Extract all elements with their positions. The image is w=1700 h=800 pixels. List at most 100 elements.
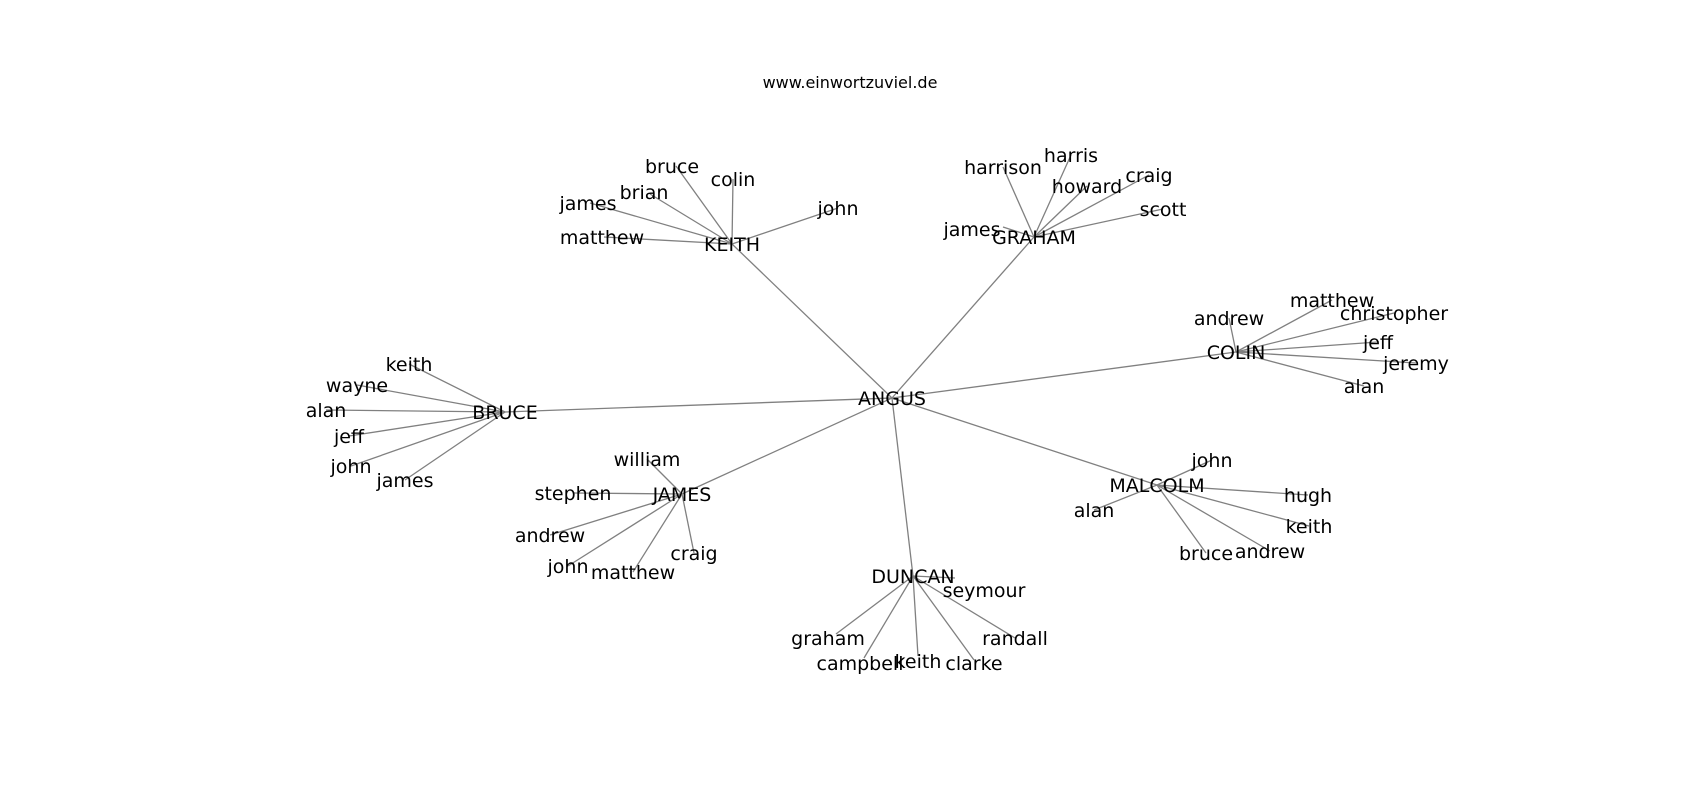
- leaf-node-keith-matthew: matthew: [560, 227, 644, 249]
- leaf-node-bruce-john: john: [330, 456, 372, 478]
- leaf-node-malcolm-john: john: [1191, 450, 1233, 472]
- leaf-node-keith-colin: colin: [711, 169, 756, 191]
- leaf-node-james-john: john: [547, 556, 589, 578]
- edge-malcolm-keith: [1156, 484, 1310, 527]
- edge-malcolm-bruce: [1156, 484, 1207, 554]
- leaf-node-duncan-clarke: clarke: [945, 653, 1002, 675]
- leaf-node-duncan-seymour: seymour: [943, 580, 1026, 602]
- root-node: ANGUS: [858, 388, 926, 410]
- edge-duncan-seymour: [912, 575, 956, 579]
- edge-malcolm-hugh: [1156, 484, 1309, 496]
- edge-root-graham: [891, 236, 1035, 399]
- leaf-node-james-william: william: [614, 449, 681, 471]
- edge-root-james: [681, 397, 893, 495]
- leaf-node-keith-brian: brian: [620, 182, 669, 204]
- leaf-node-colin-andrew: andrew: [1194, 308, 1264, 330]
- edge-keith-james: [589, 202, 733, 245]
- edge-keith-brian: [649, 193, 733, 245]
- leaf-node-bruce-jeff: jeff: [333, 426, 365, 448]
- watermark-text: www.einwortzuviel.de: [763, 73, 938, 92]
- edge-malcolm-andrew: [1156, 484, 1271, 552]
- edge-bruce-jeff: [348, 411, 506, 437]
- leaf-node-graham-scott: scott: [1140, 199, 1187, 221]
- leaf-node-bruce-keith: keith: [386, 354, 433, 376]
- leaf-node-malcolm-andrew: andrew: [1235, 541, 1305, 563]
- edge-bruce-alan: [325, 409, 506, 413]
- edge-keith-bruce: [675, 165, 733, 245]
- leaf-node-colin-alan: alan: [1344, 376, 1385, 398]
- edge-james-stephen: [572, 492, 683, 495]
- edge-colin-christopher: [1235, 312, 1395, 353]
- edge-root-colin: [891, 351, 1237, 399]
- leaf-node-james-stephen: stephen: [535, 483, 612, 505]
- edge-duncan-clarke: [912, 575, 975, 661]
- leaf-node-graham-craig: craig: [1125, 165, 1172, 187]
- leaf-node-graham-howard: howard: [1052, 176, 1122, 198]
- edge-duncan-graham: [835, 575, 914, 635]
- leaf-node-malcolm-alan: alan: [1074, 500, 1115, 522]
- edge-james-andrew: [549, 493, 683, 536]
- hub-node-james: JAMES: [652, 484, 712, 506]
- leaf-node-james-matthew: matthew: [591, 562, 675, 584]
- edge-graham-scott: [1033, 208, 1164, 238]
- edge-root-bruce: [504, 397, 893, 413]
- leaf-node-james-andrew: andrew: [515, 525, 585, 547]
- leaf-node-malcolm-hugh: hugh: [1284, 485, 1332, 507]
- edge-james-william: [646, 458, 683, 495]
- edge-graham-craig: [1033, 174, 1150, 238]
- edge-graham-harrison: [1002, 166, 1035, 238]
- leaf-node-bruce-james: james: [375, 470, 433, 492]
- leaf-node-james-craig: craig: [670, 543, 717, 565]
- leaf-node-colin-jeremy: jeremy: [1382, 353, 1449, 375]
- edge-graham-james: [1002, 226, 1035, 238]
- edge-root-keith: [731, 243, 893, 399]
- edge-colin-jeff: [1235, 341, 1379, 353]
- edge-duncan-randall: [912, 575, 1016, 639]
- edge-bruce-john: [350, 411, 506, 467]
- leaf-node-colin-christopher: christopher: [1340, 303, 1448, 325]
- edge-bruce-wayne: [356, 384, 506, 413]
- hub-node-duncan: DUNCAN: [871, 566, 954, 588]
- hub-node-bruce: BRUCE: [472, 402, 537, 424]
- edge-james-craig: [681, 493, 695, 554]
- leaf-node-duncan-keith: keith: [895, 651, 942, 673]
- hub-node-keith: KEITH: [704, 234, 760, 256]
- edge-malcolm-alan: [1093, 484, 1158, 511]
- edge-colin-alan: [1235, 351, 1365, 387]
- edge-james-john: [567, 493, 683, 567]
- leaf-node-duncan-campbell: campbell: [817, 653, 904, 675]
- leaf-node-graham-harris: harris: [1044, 145, 1098, 167]
- leaf-node-duncan-randall: randall: [982, 628, 1048, 650]
- edge-colin-matthew: [1235, 299, 1333, 353]
- edge-root-malcolm: [891, 397, 1158, 486]
- edge-james-matthew: [632, 493, 683, 573]
- edge-layer: [325, 154, 1417, 661]
- edge-root-duncan: [891, 397, 914, 577]
- leaf-node-bruce-alan: alan: [306, 400, 347, 422]
- edge-bruce-james: [404, 411, 506, 481]
- edge-duncan-campbell: [863, 575, 914, 659]
- leaf-node-keith-bruce: bruce: [645, 156, 699, 178]
- edge-duncan-keith: [912, 575, 919, 657]
- hub-node-colin: COLIN: [1207, 342, 1266, 364]
- leaf-node-keith-james: james: [558, 193, 616, 215]
- edge-graham-harris: [1033, 154, 1072, 238]
- edge-malcolm-john: [1156, 459, 1213, 486]
- edge-bruce-keith: [408, 363, 506, 413]
- edge-keith-matthew: [603, 236, 733, 245]
- hub-node-malcolm: MALCOLM: [1109, 475, 1204, 497]
- label-layer: KEITHbrucecolinbrianjamesmatthewjohnGRAH…: [306, 145, 1449, 675]
- leaf-node-duncan-graham: graham: [791, 628, 865, 650]
- leaf-node-colin-matthew: matthew: [1290, 290, 1374, 312]
- edge-keith-john: [731, 207, 839, 245]
- hub-node-graham: GRAHAM: [992, 227, 1076, 249]
- edge-colin-andrew: [1228, 317, 1237, 353]
- leaf-node-graham-harrison: harrison: [964, 157, 1042, 179]
- leaf-node-malcolm-bruce: bruce: [1179, 543, 1233, 565]
- leaf-node-graham-james: james: [942, 219, 1000, 241]
- edge-keith-colin: [731, 178, 734, 245]
- edge-colin-jeremy: [1235, 351, 1417, 364]
- leaf-node-colin-jeff: jeff: [1362, 332, 1394, 354]
- leaf-node-malcolm-keith: keith: [1286, 516, 1333, 538]
